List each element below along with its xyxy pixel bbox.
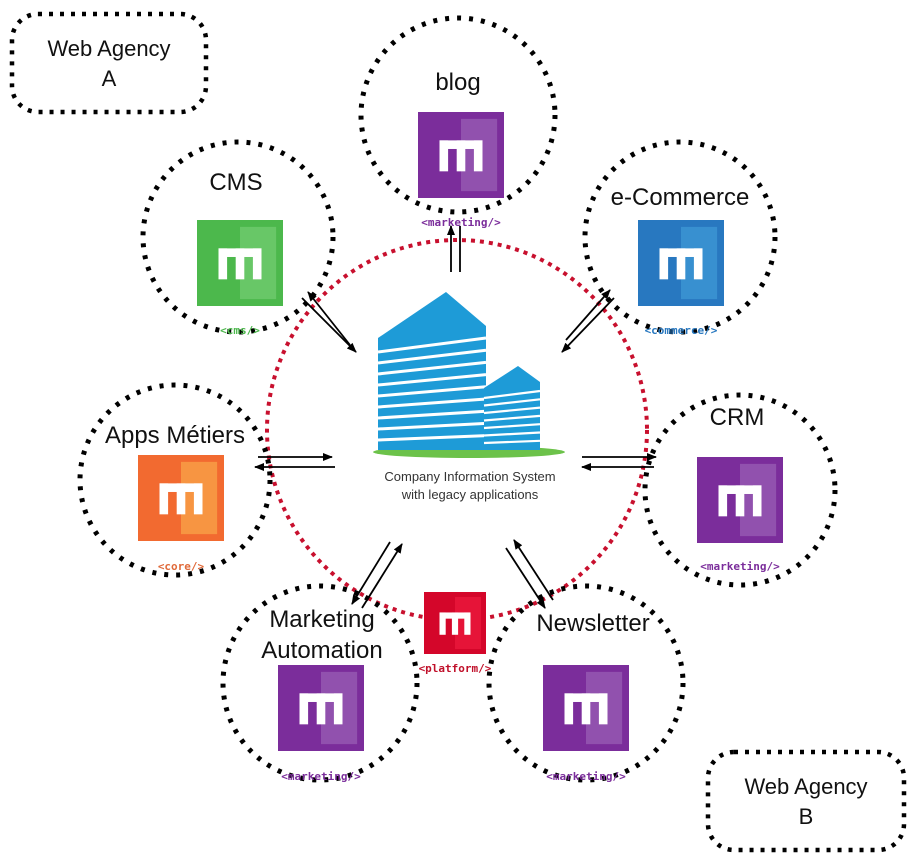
web-agency-b-line1: Web Agency [744, 774, 867, 799]
logo-icon [197, 220, 283, 306]
arrow-from-ecommerce [561, 297, 615, 353]
logo-icon [543, 665, 629, 751]
center-caption-line1: Company Information System [384, 469, 555, 484]
platform-logo-icon [424, 592, 486, 654]
module-apps-metiers: Apps Métiers <core/> [77, 382, 273, 578]
logo-icon [697, 457, 783, 543]
module-label: blog [435, 69, 480, 96]
module-tag: <commerce/> [645, 324, 718, 337]
module-boundary [582, 139, 778, 335]
module-label: e-Commerce [611, 184, 750, 211]
arrow-from-automation [361, 543, 403, 609]
module-tag: <cms/> [220, 324, 260, 337]
module-label: Newsletter [536, 610, 649, 637]
logo-icon [418, 112, 504, 198]
platform-tag: <platform/> [419, 662, 492, 675]
module-boundary [77, 382, 273, 578]
module-label: CRM [710, 404, 765, 431]
logo-icon [138, 455, 224, 541]
module-boundary [140, 139, 336, 335]
arrow-to-newsletter [505, 547, 546, 609]
module-tag: <core/> [158, 560, 205, 573]
web-agency-a-line1: Web Agency [47, 36, 170, 61]
web-agency-b-line2: B [799, 804, 814, 829]
arrow-to-cms [307, 291, 351, 346]
center-caption-line2: with legacy applications [401, 487, 539, 502]
module-boundary [486, 583, 686, 783]
arrow-to-automation [351, 541, 391, 605]
module-cms: CMS <cms/> [140, 139, 336, 337]
web-agency-a-line2: A [102, 66, 117, 91]
module-label: CMS [209, 169, 262, 196]
module-label-line1: Marketing [269, 606, 374, 633]
module-tag: <marketing/> [281, 770, 361, 783]
module-boundary [358, 15, 558, 215]
web-agency-b-box: Web Agency B [705, 749, 907, 853]
module-tag: <marketing/> [546, 770, 626, 783]
logo-icon [278, 665, 364, 751]
module-tag: <marketing/> [421, 216, 501, 229]
module-crm: CRM <marketing/> [642, 392, 838, 588]
arrow-from-cms [301, 297, 357, 353]
module-blog: blog <marketing/> [358, 15, 558, 229]
data-flow-arrows [254, 225, 657, 609]
module-boundary [220, 583, 420, 783]
platform-module: <platform/> [419, 592, 492, 675]
office-buildings-icon [373, 292, 565, 458]
module-label: Apps Métiers [105, 422, 245, 449]
web-agency-a-box: Web Agency A [9, 11, 209, 115]
module-label-line2: Automation [261, 637, 382, 664]
module-newsletter: Newsletter <marketing/> [486, 583, 686, 783]
module-tag: <marketing/> [700, 560, 780, 573]
logo-icon [638, 220, 724, 306]
module-ecommerce: e-Commerce <commerce/> [582, 139, 778, 337]
arrow-to-ecommerce [565, 289, 611, 341]
arrow-from-newsletter [513, 539, 554, 601]
module-boundary [642, 392, 838, 588]
